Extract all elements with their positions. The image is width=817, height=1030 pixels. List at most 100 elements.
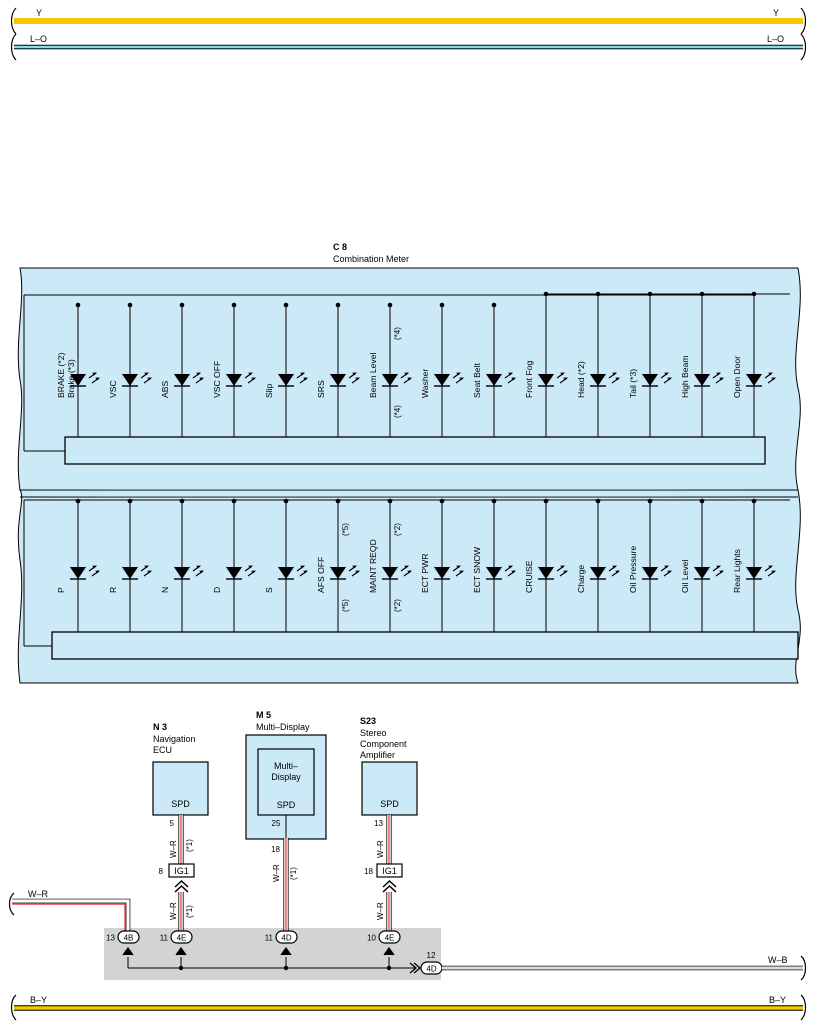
right-wb-label: W–B	[768, 955, 788, 965]
bottom-ect-pwr-label: ECT PWR	[420, 554, 430, 593]
top-brake-label: BRAKE (*2)	[56, 352, 66, 398]
meter-ic-top	[64, 436, 766, 465]
top-beam-level-led-icon	[382, 374, 398, 386]
ig1-stereo-box	[376, 863, 403, 878]
top-srs-indicator: SRS	[316, 302, 360, 437]
bottom-ect-snow-label: ECT SNOW	[472, 546, 482, 593]
top-slip-label: Slip	[264, 383, 274, 398]
svg-text:4D: 4D	[281, 934, 291, 943]
wr-wires	[178, 815, 392, 931]
top-head-indicator: Head (*2)	[576, 291, 620, 437]
top-front-fog-led-icon	[538, 374, 554, 386]
nav-upper-wr-label: W–R	[169, 840, 178, 858]
multi-display-inner	[257, 748, 315, 816]
multi-wr-label: W–R	[272, 864, 281, 882]
bottom-oil-level-led-icon	[694, 567, 710, 579]
bottom-afs-off-label: AFS OFF	[316, 557, 326, 593]
bottom-d-indicator: D	[212, 498, 256, 632]
bottom-ect-snow-indicator: ECT SNOW	[472, 498, 516, 632]
bottom-r-led-icon	[122, 567, 138, 579]
bottom-charge-label: Charge	[576, 565, 586, 593]
bottom-n-label: N	[160, 587, 170, 593]
bottom-r-indicator: R	[108, 498, 152, 632]
svg-text:11: 11	[265, 934, 274, 943]
nav-name-line1: Navigation	[153, 734, 196, 744]
top-abs-led-icon	[174, 374, 190, 386]
bottom-p-label: P	[56, 587, 66, 593]
top-seat-belt-indicator: Seat Belt	[472, 302, 516, 437]
stereo-lower-wr-label: W–R	[376, 902, 385, 920]
top-abs-label: ABS	[160, 381, 170, 398]
yellow-wire-label-right: Y	[773, 8, 779, 18]
top-slip-indicator: Slip	[264, 302, 308, 437]
top-tail-label: Tail (*3)	[628, 369, 638, 398]
svg-text:10: 10	[367, 934, 376, 943]
bottom-rear-lights-indicator: Rear Lights	[732, 498, 776, 632]
bottom-p-led-icon	[70, 567, 86, 579]
svg-text:4B: 4B	[124, 934, 134, 943]
meter-ic-bottom	[51, 631, 799, 660]
nav-code: N 3	[153, 722, 167, 732]
connector-4e-stereo: 4E 10	[367, 930, 401, 956]
meter-code: C 8	[333, 242, 347, 252]
bottom-rear-lights-led-icon	[746, 567, 762, 579]
top-vsc-indicator: VSC	[108, 302, 152, 437]
bottom-charge-led-icon	[590, 567, 606, 579]
top-beam-level-note-top: (*4)	[393, 327, 402, 340]
top-open-door-indicator: Open Door	[732, 291, 776, 437]
connector-4d-multi: 4D 11	[265, 930, 298, 956]
multi-inner-line1: Multi–	[274, 761, 298, 771]
bottom-afs-off-note-top: (*5)	[341, 523, 350, 536]
meter-name: Combination Meter	[333, 254, 409, 264]
bottom-oil-pressure-indicator: Oil Pressure	[628, 498, 672, 632]
top-vsc-off-led-icon	[226, 374, 242, 386]
nav-name-line2: ECU	[153, 745, 172, 755]
top-high-beam-indicator: High Beam	[680, 291, 724, 437]
bottom-maint-reqd-label: MAINT REQD	[368, 539, 378, 593]
top-srs-label: SRS	[316, 380, 326, 398]
bottom-rear-lights-label: Rear Lights	[732, 549, 742, 593]
combination-meter: C 8 Combination Meter BRAKE (*2)Brake (*…	[17, 242, 801, 684]
svg-text:4D: 4D	[426, 965, 436, 974]
top-washer-led-icon	[434, 374, 450, 386]
stereo-terminal: SPD	[380, 799, 399, 809]
top-seat-belt-label: Seat Belt	[472, 363, 482, 398]
top-beam-level-note-bottom: (*4)	[393, 405, 402, 418]
stereo-name-line2: Component	[360, 739, 407, 749]
ig1-nav: IG1 8	[159, 863, 195, 893]
top-open-door-led-icon	[746, 374, 762, 386]
bottom-r-label: R	[108, 587, 118, 593]
bottom-oil-pressure-led-icon	[642, 567, 658, 579]
stereo-name-line3: Amplifier	[360, 750, 395, 760]
top-tail-indicator: Tail (*3)	[628, 291, 672, 437]
top-power-wires: Y Y L–O L–O	[10, 7, 807, 61]
top-brake-label-2: Brake (*3)	[66, 359, 76, 398]
bottom-cruise-indicator: CRUISE	[524, 498, 568, 632]
nav-pin: 5	[170, 819, 175, 828]
multi-inner-line2: Display	[271, 772, 301, 782]
top-seat-belt-led-icon	[486, 374, 502, 386]
bottom-afs-off-led-icon	[330, 567, 346, 579]
ig1-stereo: IG1 18	[364, 863, 403, 893]
bottom-afs-off-note-bottom: (*5)	[341, 599, 350, 612]
navigation-ecu: N 3 Navigation ECU SPD 5	[152, 722, 209, 828]
bottom-maint-reqd-note-bottom: (*2)	[393, 599, 402, 612]
left-wr-wire: W–R	[8, 889, 131, 933]
multi-name: Multi–Display	[256, 722, 310, 732]
yellow-wire-label-left: Y	[36, 8, 42, 18]
connector-4e-nav: 4E 11	[160, 930, 193, 956]
bottom-cruise-led-icon	[538, 567, 554, 579]
right-wb-wire: W–B	[442, 955, 807, 981]
top-slip-led-icon	[278, 374, 294, 386]
top-high-beam-led-icon	[694, 374, 710, 386]
bottom-p-indicator: P	[56, 498, 100, 632]
ig1-nav-box	[168, 863, 195, 878]
top-abs-indicator: ABS	[160, 302, 204, 437]
bottom-oil-pressure-label: Oil Pressure	[628, 546, 638, 593]
bottom-ect-pwr-led-icon	[434, 567, 450, 579]
bottom-wire-label-right: B–Y	[769, 995, 786, 1005]
bottom-d-label: D	[212, 587, 222, 593]
bottom-s-indicator: S	[264, 498, 308, 632]
